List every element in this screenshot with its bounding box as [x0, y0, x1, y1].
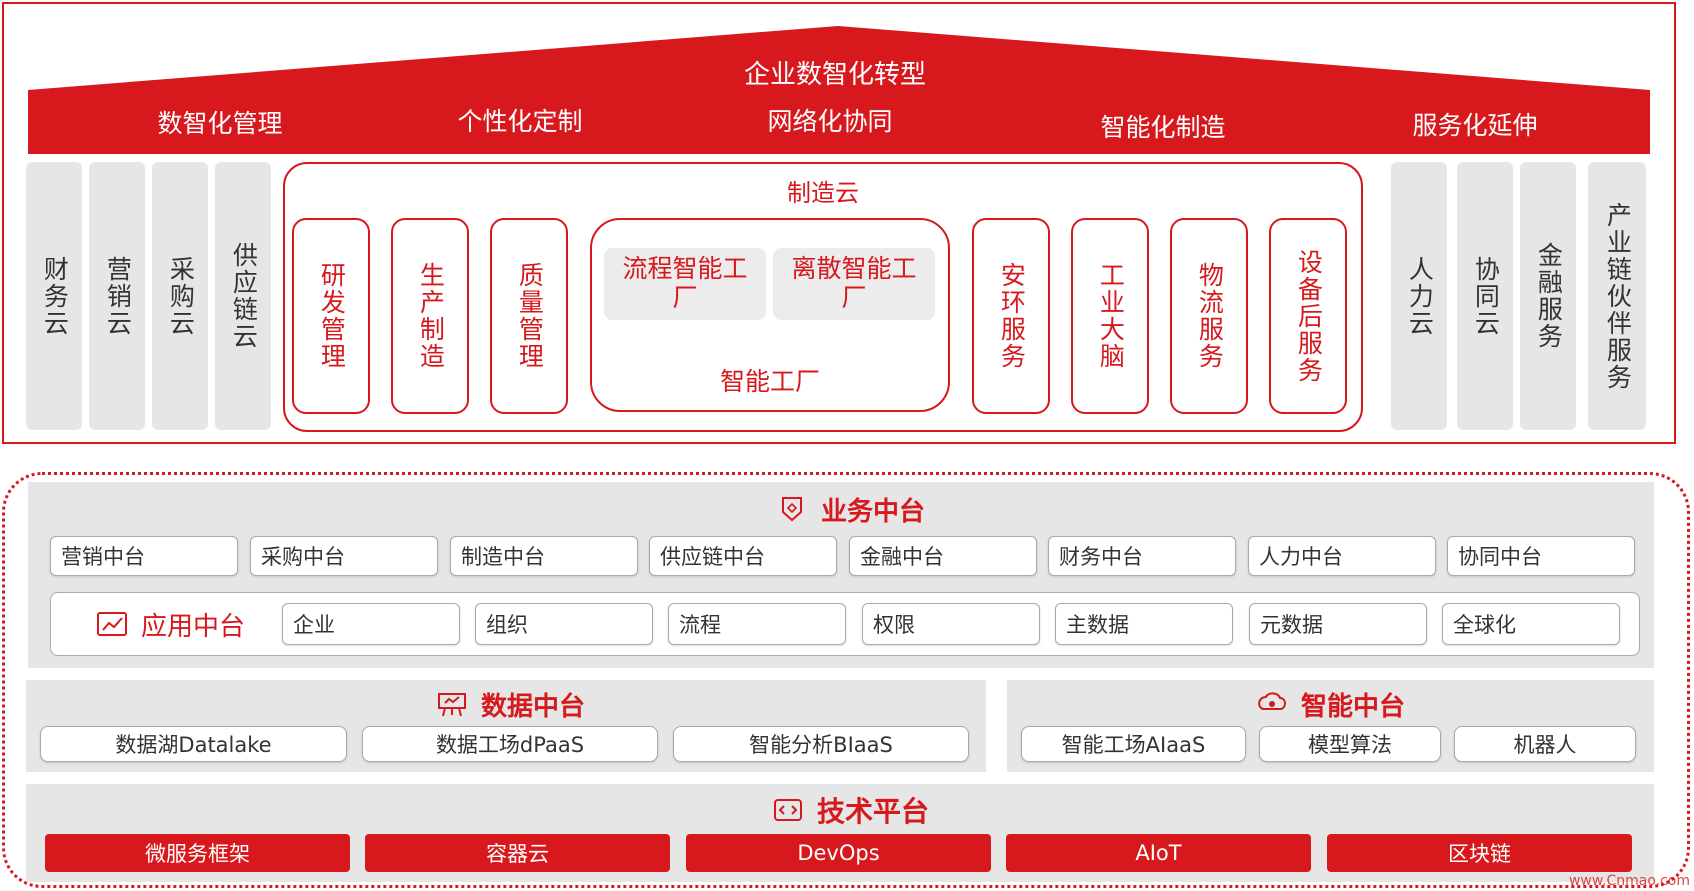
data-platform-header: 数据中台	[380, 686, 640, 722]
business-platform-item: 金融中台	[849, 536, 1037, 576]
brain-icon	[1258, 692, 1286, 710]
pillar-label: 服务化延伸	[1412, 111, 1538, 140]
left-cloud-column: 财务云	[26, 162, 82, 430]
ai-platform-item: 机器人	[1454, 726, 1636, 762]
app-platform-item: 企业	[282, 603, 460, 645]
app-platform-item: 元数据	[1249, 603, 1427, 645]
app-platform-item: 流程	[668, 603, 846, 645]
chart-icon	[96, 612, 127, 636]
pillar-label: 网络化协同	[767, 107, 893, 136]
app-platform-item: 全球化	[1442, 603, 1620, 645]
tech-platform-header: 技术平台	[730, 790, 970, 830]
code-icon	[773, 799, 802, 821]
data-platform-title: 数据中台	[480, 691, 585, 722]
factory-chip: 离散智能工厂	[773, 248, 935, 320]
right-cloud-column: 人力云	[1391, 162, 1447, 430]
business-platform-item: 营销中台	[50, 536, 238, 576]
top-frame	[2, 2, 1676, 444]
pillar-label: 个性化定制	[457, 107, 583, 136]
manufacturing-box: 安环服务	[972, 218, 1050, 414]
manufacturing-box: 工业大脑	[1071, 218, 1149, 414]
tech-platform-item: AIoT	[1006, 834, 1311, 872]
data-platform-item: 数据工场dPaaS	[362, 726, 658, 762]
ai-platform-item: 模型算法	[1259, 726, 1441, 762]
business-platform-item: 协同中台	[1447, 536, 1635, 576]
manufacturing-cloud-title: 制造云	[787, 178, 859, 207]
app-platform-item: 权限	[862, 603, 1040, 645]
roof-title: 企业数智化转型	[743, 59, 926, 90]
ai-platform-title: 智能中台	[1300, 691, 1405, 722]
watermark: www.Cnmao.com	[1568, 873, 1690, 889]
ai-platform-item: 智能工场AIaaS	[1021, 726, 1246, 762]
factory-chip: 流程智能工厂	[604, 248, 766, 320]
shield-icon	[781, 497, 802, 522]
right-cloud-column: 金融服务	[1520, 162, 1576, 430]
manufacturing-box: 设备后服务	[1269, 218, 1347, 414]
app-platform-item: 主数据	[1055, 603, 1233, 645]
tech-platform-title: 技术平台	[816, 795, 929, 828]
board-icon	[437, 693, 466, 717]
app-platform-item: 组织	[475, 603, 653, 645]
smart-factory-label: 智能工厂	[719, 367, 820, 396]
data-platform-item: 智能分析BIaaS	[673, 726, 969, 762]
tech-platform-item: 容器云	[365, 834, 670, 872]
manufacturing-box: 质量管理	[490, 218, 568, 414]
roof-banner	[28, 26, 1650, 154]
business-platform-header: 业务中台	[640, 490, 1060, 528]
platform-dotted-frame	[2, 472, 1690, 888]
ai-platform-header: 智能中台	[1220, 686, 1440, 722]
business-platform-item: 制造中台	[450, 536, 638, 576]
right-cloud-column: 协同云	[1457, 162, 1513, 430]
left-cloud-column: 采购云	[152, 162, 208, 430]
data-platform-item: 数据湖Datalake	[40, 726, 347, 762]
manufacturing-box: 研发管理	[292, 218, 370, 414]
tech-platform-item: 微服务框架	[45, 834, 350, 872]
app-platform-title: 应用中台	[140, 611, 245, 642]
pillar-label: 智能化制造	[1100, 113, 1226, 142]
app-platform-header: 应用中台	[70, 604, 270, 644]
business-platform-title: 业务中台	[820, 496, 925, 527]
pillar-label: 数智化管理	[157, 109, 283, 138]
business-platform-item: 采购中台	[250, 536, 438, 576]
left-cloud-column: 营销云	[89, 162, 145, 430]
business-platform-item: 供应链中台	[649, 536, 837, 576]
right-cloud-column: 产业链伙伴服务	[1588, 162, 1646, 430]
tech-platform-item: 区块链	[1327, 834, 1632, 872]
left-cloud-column: 供应链云	[215, 162, 271, 430]
manufacturing-box: 物流服务	[1170, 218, 1248, 414]
manufacturing-cloud-frame	[283, 162, 1363, 432]
smart-factory-frame	[590, 218, 950, 412]
tech-platform-item: DevOps	[686, 834, 991, 872]
business-platform-item: 财务中台	[1048, 536, 1236, 576]
manufacturing-box: 生产制造	[391, 218, 469, 414]
business-platform-item: 人力中台	[1248, 536, 1436, 576]
